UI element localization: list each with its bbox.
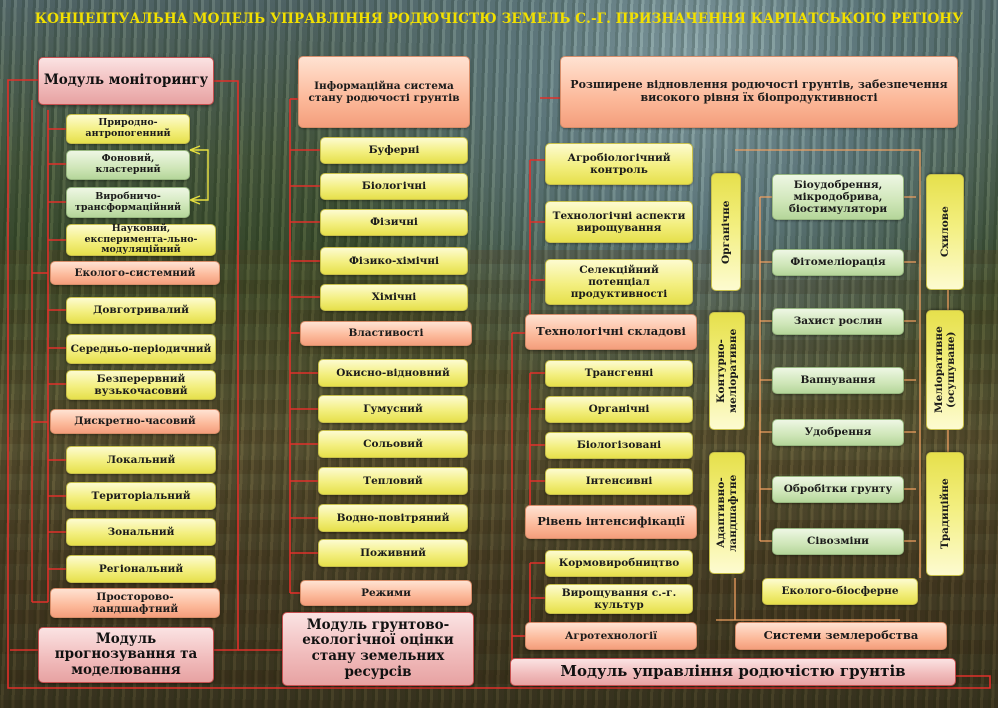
intensity-item: Біологізовані	[545, 432, 693, 459]
space-item: Локальний	[66, 446, 216, 474]
regimes-group: Режими	[300, 580, 472, 606]
farming-system-slope: Схилове	[926, 174, 964, 290]
space-item: Регіональний	[66, 555, 216, 583]
time-item: Довготривалий	[66, 297, 216, 324]
eco-biosphere: Еколого-біосферне	[762, 578, 918, 605]
property-item: Буферні	[320, 137, 468, 164]
goal-box: Розширене відновлення родючості грунтів,…	[560, 56, 958, 128]
tech-item: Технологічні аспекти вирощування	[545, 201, 693, 243]
agrotech-item: Вирощування с.-г. культур	[545, 584, 693, 614]
properties-group: Властивості	[300, 321, 472, 346]
soil-evaluation-module: Модуль грунтово-екологічної оцінки стану…	[282, 612, 474, 686]
tech-group: Технологічні складові	[525, 314, 697, 350]
time-group: Дискретно-часовий	[50, 409, 220, 434]
regime-item: Сольовий	[318, 430, 468, 458]
agrotech-group: Агротехнології	[525, 622, 697, 650]
regime-item: Гумусний	[318, 395, 468, 423]
intensity-item: Інтенсивні	[545, 468, 693, 495]
space-group: Просторово-ландшафтний	[50, 588, 220, 618]
forecast-module: Модуль прогнозування та моделювання	[38, 627, 214, 683]
farming-system-contour: Контурно-меліоративне	[709, 312, 745, 430]
regime-item: Тепловий	[318, 467, 468, 495]
property-item: Хімічні	[320, 284, 468, 311]
farming-system-traditional: Традиційне	[926, 452, 964, 576]
intensity-item: Органічні	[545, 396, 693, 423]
measure-item: Обробітки грунту	[772, 476, 904, 503]
regime-item: Окисно-відновний	[318, 359, 468, 387]
time-item: Безперервний вузькочасовий	[66, 370, 216, 400]
space-item: Зональний	[66, 518, 216, 546]
intensity-item: Трансгенні	[545, 360, 693, 387]
farming-system-drained: Меліоративне (осушуване)	[926, 310, 964, 430]
ecosystem-item: Природно-антропогенний	[66, 114, 190, 144]
diagram-title: КОНЦЕПТУАЛЬНА МОДЕЛЬ УПРАВЛІННЯ РОДЮЧІСТ…	[34, 11, 964, 27]
farming-system-organic: Органічне	[711, 173, 741, 291]
fertility-management-module: Модуль управління родючістю грунтів	[510, 658, 956, 686]
property-item: Фізико-хімічні	[320, 247, 468, 275]
property-item: Біологічні	[320, 173, 468, 200]
farming-systems: Системи землеробства	[735, 622, 947, 650]
tech-item: Селекційний потенціал продуктивності	[545, 259, 693, 305]
measure-item: Удобрення	[772, 419, 904, 446]
time-item: Середньо-періодичний	[66, 334, 216, 364]
ecosystem-group: Еколого-системний	[50, 261, 220, 285]
space-item: Територіальний	[66, 482, 216, 510]
intensity-group: Рівень інтенсифікації	[525, 505, 697, 539]
measure-item: Фітомеліорація	[772, 249, 904, 276]
monitoring-module: Модуль моніторингу	[38, 57, 214, 105]
regime-item: Водно-повітряний	[318, 504, 468, 532]
measure-item: Захист рослин	[772, 308, 904, 335]
ecosystem-item: Фоновий, кластерний	[66, 150, 190, 180]
agrotech-item: Кормовиробництво	[545, 550, 693, 577]
regime-item: Поживний	[318, 539, 468, 567]
tech-item: Агробіологічний контроль	[545, 143, 693, 185]
measure-item: Сівозміни	[772, 528, 904, 555]
measure-item: Вапнування	[772, 367, 904, 394]
info-system: Інформаційна система стану родючості гру…	[298, 56, 470, 128]
ecosystem-item: Науковий, експеримента-льно-модуляційний	[66, 223, 216, 256]
ecosystem-item: Виробничо-трансформаційний	[66, 187, 190, 218]
property-item: Фізичні	[320, 209, 468, 236]
farming-system-adaptive: Адаптивно-ландшафтне	[709, 452, 745, 574]
measure-item: Біоудобрення, мікродобрива, біостимулято…	[772, 174, 904, 220]
